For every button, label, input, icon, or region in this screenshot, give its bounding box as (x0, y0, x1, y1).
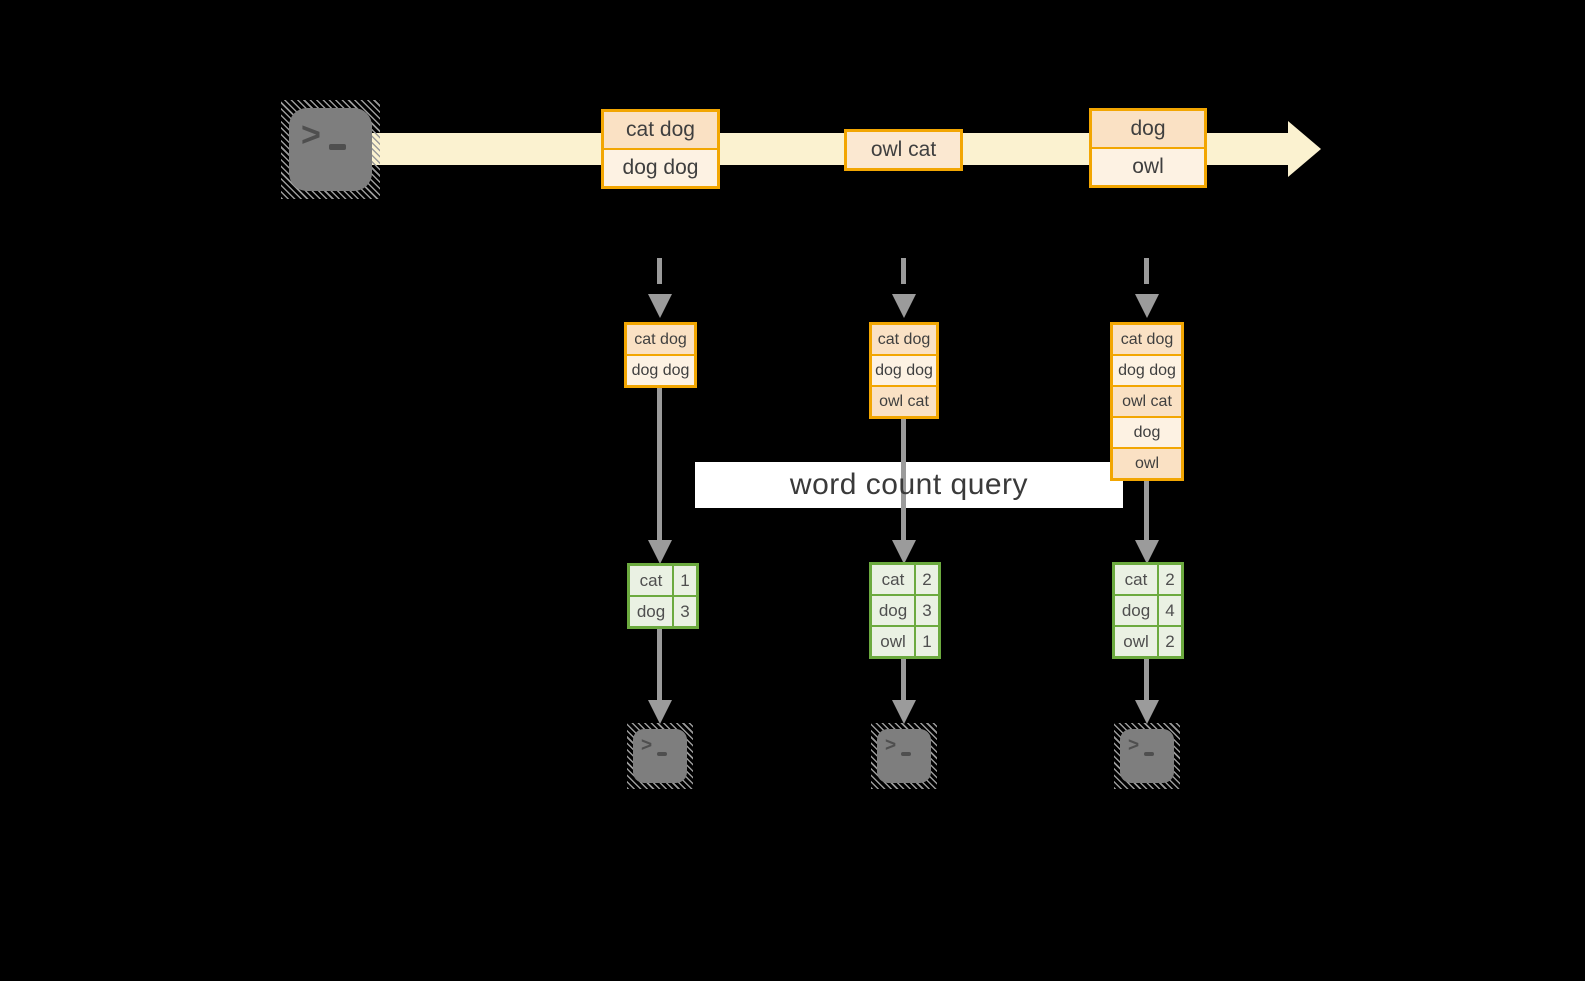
query-label-background (695, 462, 1123, 508)
dashed-arrow-segment (657, 258, 662, 284)
arrow-line (657, 386, 662, 542)
down-arrowhead-icon (1135, 700, 1159, 724)
count-cell: 1 (916, 627, 938, 656)
count-cell: 2 (1159, 565, 1181, 594)
terminal-sink-icon-3: > (1114, 723, 1180, 789)
prompt-chevron-icon: > (641, 735, 653, 756)
terminal-screen: > (289, 108, 372, 191)
state-row: dog dog (627, 356, 694, 385)
prompt-chevron-icon: > (301, 116, 321, 154)
state-row: owl (1113, 449, 1181, 478)
stream-arrowhead-icon (1288, 121, 1321, 177)
arrow-line (901, 659, 906, 700)
stream-batch-2: owl cat (844, 129, 963, 171)
input-state-1: cat dog dog dog (624, 322, 697, 388)
word-cell: cat (1115, 565, 1157, 594)
state-row: owl cat (872, 387, 936, 416)
word-cell: dog (630, 597, 672, 626)
dashed-arrow-segment (1144, 258, 1149, 284)
terminal-sink-icon-2: > (871, 723, 937, 789)
prompt-underscore-icon (657, 752, 667, 756)
dashed-arrow-segment (901, 258, 906, 284)
state-row: owl cat (1113, 387, 1181, 416)
arrow-line (1144, 659, 1149, 700)
prompt-chevron-icon: > (885, 735, 897, 756)
terminal-screen: > (1120, 729, 1174, 783)
word-count-table-2: cat 2 dog 3 owl 1 (869, 562, 941, 659)
word-cell: dog (1115, 596, 1157, 625)
state-row: cat dog (872, 325, 936, 354)
state-row: dog dog (1113, 356, 1181, 385)
state-row: dog (1113, 418, 1181, 447)
state-row: dog dog (872, 356, 936, 385)
stream-event: dog (1092, 111, 1204, 147)
count-cell: 2 (916, 565, 938, 594)
arrow-line (901, 417, 906, 542)
stream-batch-3: dog owl (1089, 108, 1207, 188)
down-arrowhead-icon (648, 294, 672, 318)
stream-event: cat dog (604, 112, 717, 148)
input-state-3: cat dog dog dog owl cat dog owl (1110, 322, 1184, 481)
down-arrowhead-icon (1135, 540, 1159, 564)
prompt-underscore-icon (329, 144, 346, 150)
word-cell: owl (872, 627, 914, 656)
word-cell: dog (872, 596, 914, 625)
arrow-line (1144, 479, 1149, 542)
arrow-line (657, 629, 662, 700)
down-arrowhead-icon (892, 540, 916, 564)
count-cell: 3 (674, 597, 696, 626)
prompt-underscore-icon (1144, 752, 1154, 756)
terminal-screen: > (877, 729, 931, 783)
down-arrowhead-icon (1135, 294, 1159, 318)
count-cell: 4 (1159, 596, 1181, 625)
down-arrowhead-icon (892, 294, 916, 318)
down-arrowhead-icon (648, 540, 672, 564)
word-cell: owl (1115, 627, 1157, 656)
prompt-underscore-icon (901, 752, 911, 756)
stream-event: dog dog (604, 150, 717, 186)
terminal-sink-icon-1: > (627, 723, 693, 789)
word-cell: cat (872, 565, 914, 594)
word-count-table-3: cat 2 dog 4 owl 2 (1112, 562, 1184, 659)
stream-event: owl (1092, 149, 1204, 185)
stream-batch-1: cat dog dog dog (601, 109, 720, 189)
count-cell: 1 (674, 566, 696, 595)
down-arrowhead-icon (648, 700, 672, 724)
input-state-2: cat dog dog dog owl cat (869, 322, 939, 419)
state-row: cat dog (1113, 325, 1181, 354)
count-cell: 3 (916, 596, 938, 625)
word-count-table-1: cat 1 dog 3 (627, 563, 699, 629)
count-cell: 2 (1159, 627, 1181, 656)
state-row: cat dog (627, 325, 694, 354)
word-cell: cat (630, 566, 672, 595)
down-arrowhead-icon (892, 700, 916, 724)
terminal-source-icon: > (281, 100, 380, 199)
prompt-chevron-icon: > (1128, 735, 1140, 756)
terminal-screen: > (633, 729, 687, 783)
stream-event: owl cat (847, 132, 960, 168)
